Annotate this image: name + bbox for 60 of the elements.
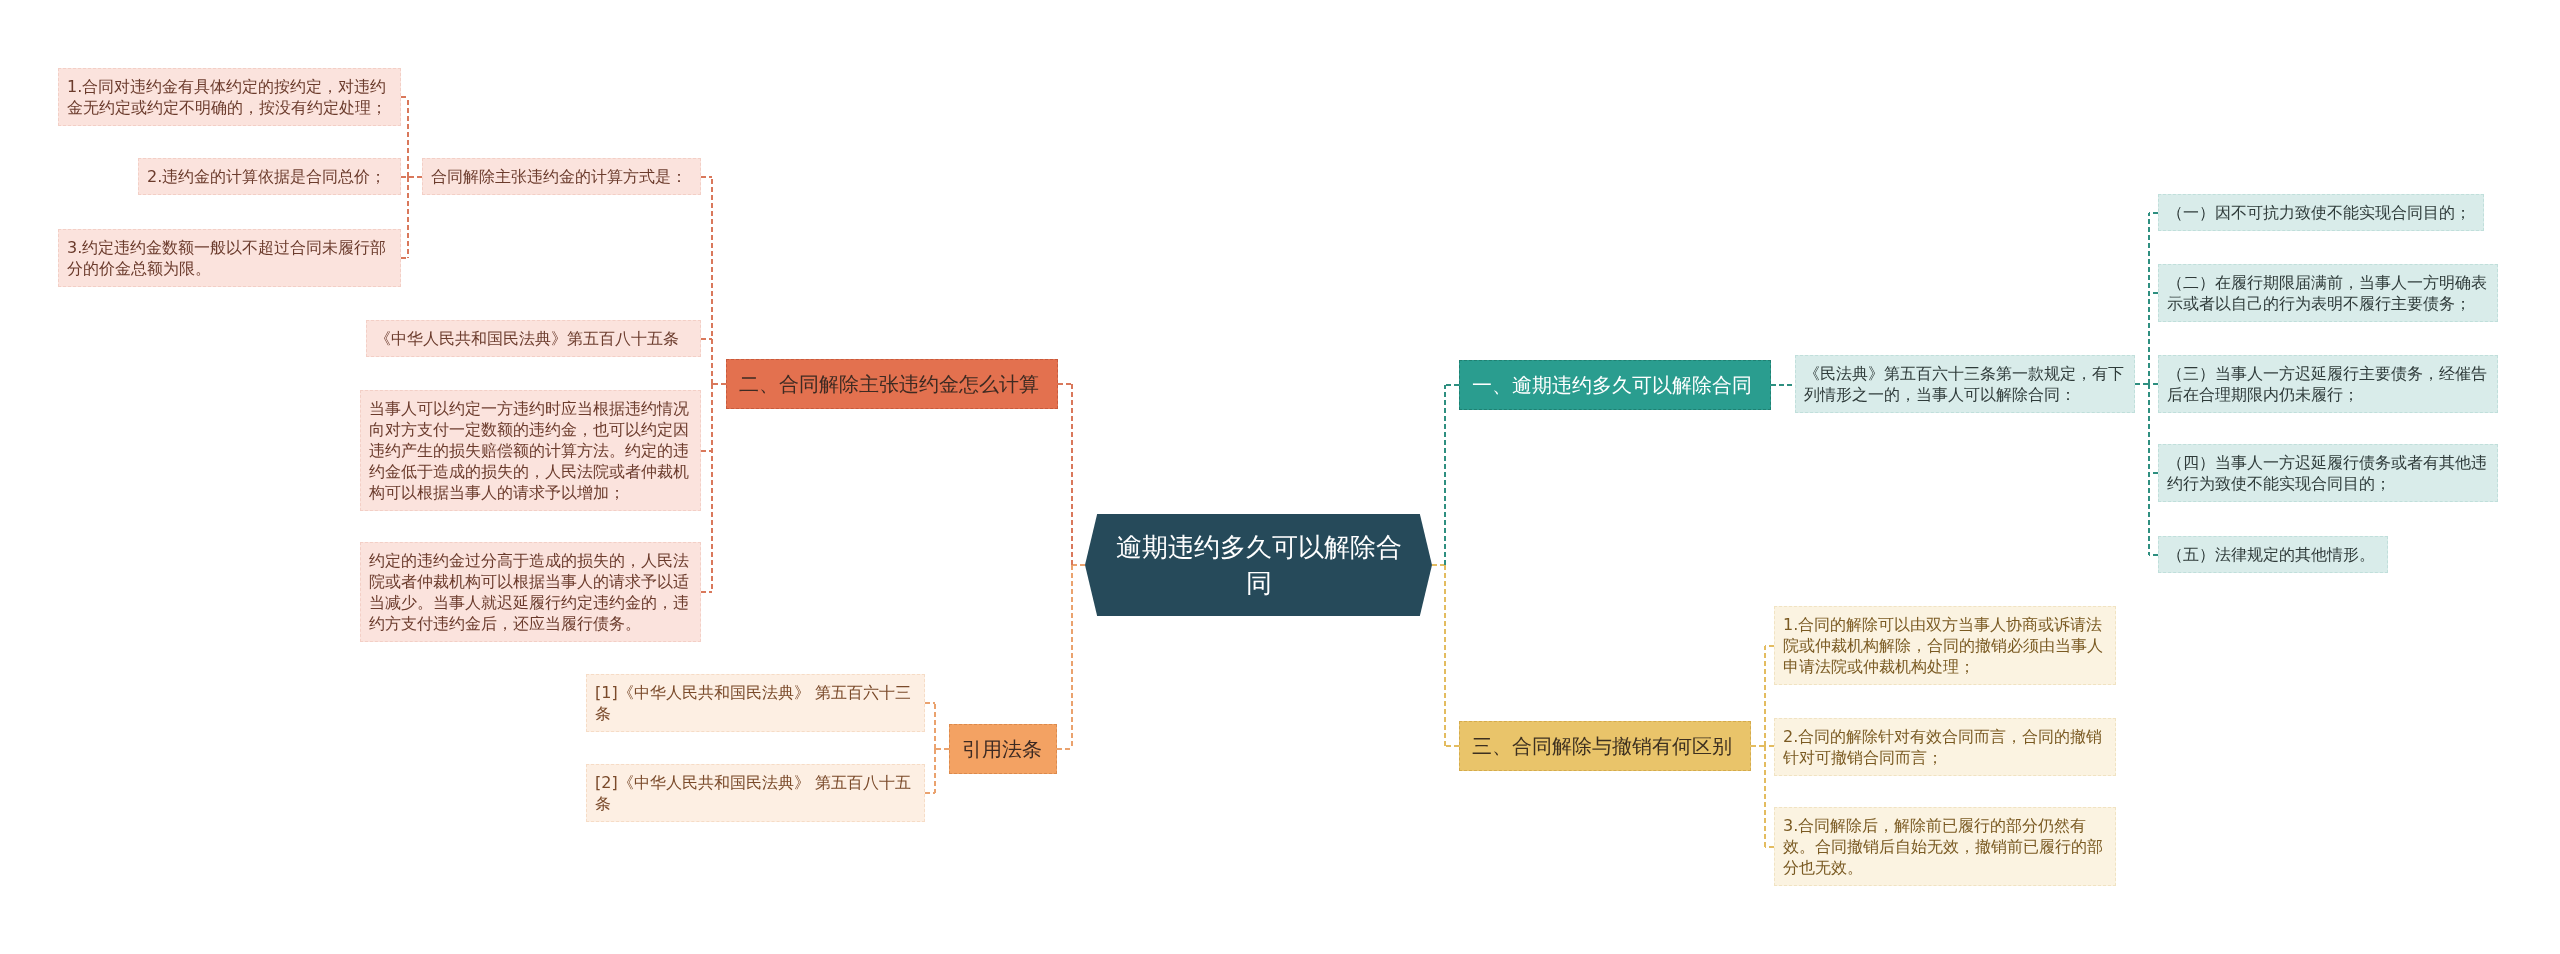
connector-line (1444, 384, 1446, 566)
connector-line (934, 702, 936, 750)
connector-line (1444, 745, 1460, 747)
subtopic-note: 3.合同解除后，解除前已履行的部分仍然有效。合同撤销后自始无效，撤销前已履行的部分也无效。 (1774, 807, 2116, 886)
subtopic-note: 2.违约金的计算依据是合同总价； (138, 158, 401, 195)
connector-line (1444, 384, 1460, 386)
subtopic-note: 1.合同的解除可以由双方当事人协商或诉请法院或仲裁机构解除，合同的撤销必须由当事人申请法院或仲裁机构处理； (1774, 606, 2116, 685)
connector-line (1764, 846, 1775, 848)
subtopic-note: 合同解除主张违约金的计算方式是： (422, 158, 701, 195)
connector-line (1750, 745, 1766, 747)
subtopic-note: （一）因不可抗力致使不能实现合同目的； (2158, 194, 2484, 231)
connector-line (1444, 564, 1446, 747)
connector-line (700, 591, 713, 593)
connector-line (1057, 383, 1073, 385)
central-topic-hexagon: 逾期违约多久可以解除合同 (1085, 514, 1432, 616)
connector-line (1071, 564, 1086, 566)
connector-line (2148, 292, 2159, 294)
connector-line (1056, 748, 1073, 750)
connector-line (924, 792, 936, 794)
branch-topic: 三、合同解除与撤销有何区别 (1459, 721, 1751, 771)
connector-line (407, 176, 409, 259)
connector-line (400, 257, 409, 259)
subtopic-note: （五）法律规定的其他情形。 (2158, 536, 2388, 573)
connector-line (400, 96, 409, 98)
branch-topic: 二、合同解除主张违约金怎么计算 (726, 359, 1058, 409)
subtopic-note: 2.合同的解除针对有效合同而言，合同的撤销针对可撤销合同而言； (1774, 718, 2116, 776)
connector-line (924, 702, 936, 704)
subtopic-note: 《民法典》第五百六十三条第一款规定，有下列情形之一的，当事人可以解除合同： (1795, 355, 2135, 413)
subtopic-note: 《中华人民共和国民法典》第五百八十五条 (366, 320, 701, 357)
connector-line (711, 383, 727, 385)
branch-topic: 引用法条 (949, 724, 1057, 774)
connector-line (2148, 212, 2159, 214)
connector-line (700, 338, 713, 340)
subtopic-note: （四）当事人一方迟延履行债务或者有其他违约行为致使不能实现合同目的； (2158, 444, 2498, 502)
subtopic-note: 约定的违约金过分高于造成的损失的，人民法院或者仲裁机构可以根据当事人的请求予以适当减少。当事人就迟延履行约定违约金的，违约方支付违约金后，还应当履行债务。 (360, 542, 701, 642)
branch-topic: 一、逾期违约多久可以解除合同 (1459, 360, 1771, 410)
connector-line (2134, 383, 2150, 385)
connector-line (2148, 554, 2159, 556)
subtopic-note: 当事人可以约定一方违约时应当根据违约情况向对方支付一定数额的违约金，也可以约定因违约产生的损失赔偿额的计算方法。约定的违约金低于造成的损失的，人民法院或者仲裁机构可以根据当事人的请求予以增加； (360, 390, 701, 511)
connector-line (1764, 645, 1775, 647)
connector-line (2148, 383, 2150, 556)
subtopic-note: （二）在履行期限届满前，当事人一方明确表示或者以自己的行为表明不履行主要债务； (2158, 264, 2498, 322)
connector-line (700, 176, 713, 178)
connector-line (2148, 212, 2150, 385)
connector-line (1071, 383, 1073, 566)
connector-line (934, 748, 936, 794)
subtopic-note: （三）当事人一方迟延履行主要债务，经催告后在合理期限内仍未履行； (2158, 355, 2498, 413)
subtopic-note: [2]《中华人民共和国民法典》 第五百八十五条 (586, 764, 925, 822)
connector-line (1764, 645, 1766, 747)
connector-line (407, 176, 423, 178)
connector-line (711, 176, 713, 385)
connector-line (700, 450, 713, 452)
connector-line (400, 176, 409, 178)
connector-line (934, 748, 950, 750)
connector-line (2148, 472, 2159, 474)
subtopic-note: 1.合同对违约金有具体约定的按约定，对违约金无约定或约定不明确的，按没有约定处理； (58, 68, 401, 126)
subtopic-note: 3.约定违约金数额一般以不超过合同未履行部分的价金总额为限。 (58, 229, 401, 287)
subtopic-note: [1]《中华人民共和国民法典》 第五百六十三条 (586, 674, 925, 732)
connector-line (1431, 564, 1446, 566)
connector-line (1764, 745, 1766, 848)
